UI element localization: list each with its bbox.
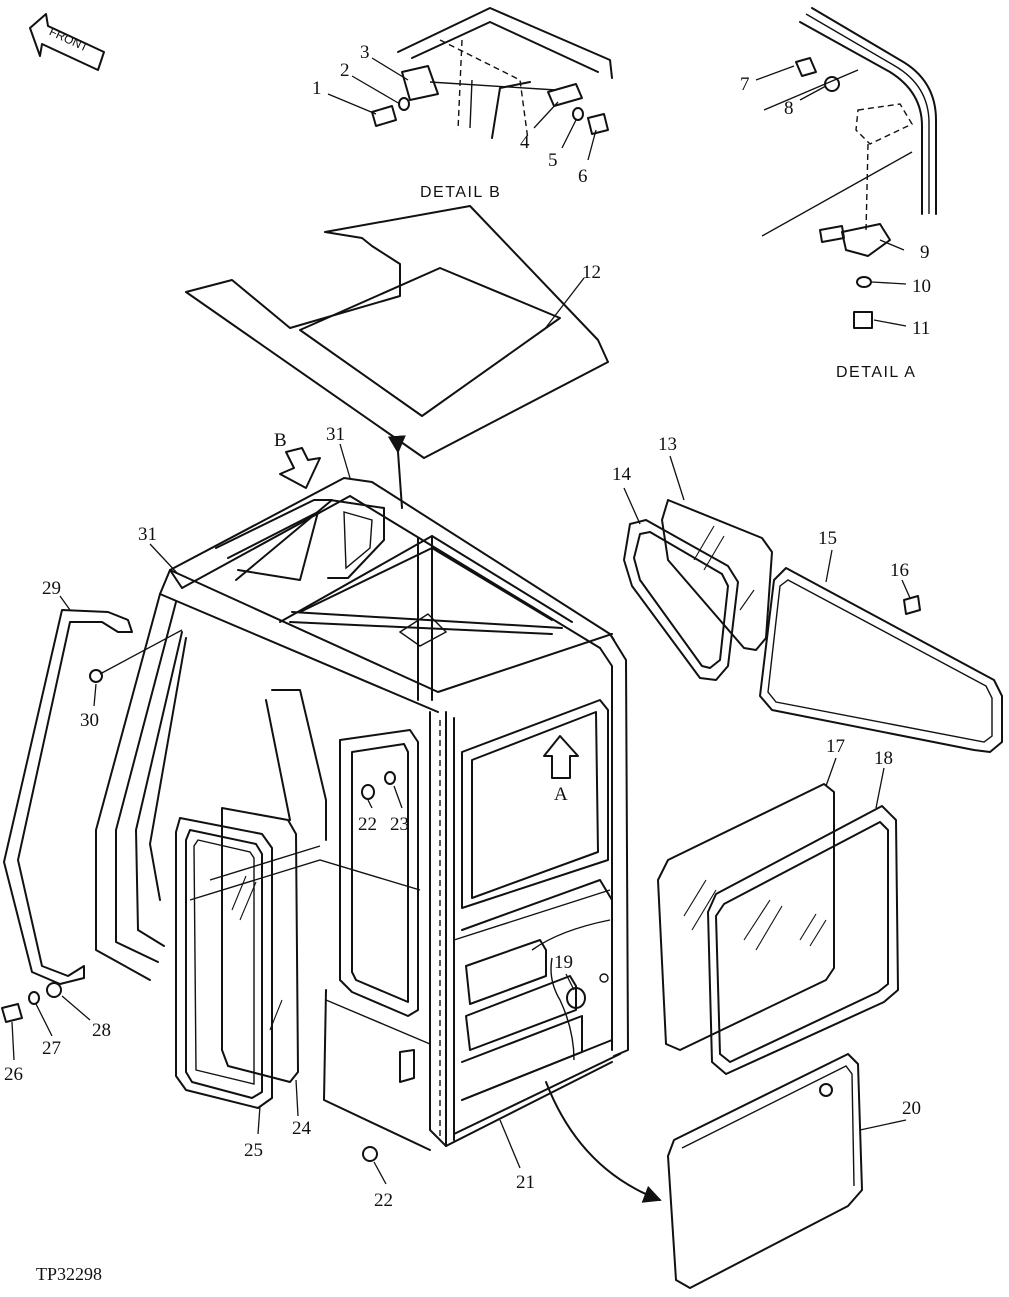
- callout-2: 2: [340, 60, 350, 81]
- washer-10-icon: [856, 276, 872, 288]
- door-seal-25: [175, 817, 273, 1109]
- bracket-9-icon: [841, 223, 891, 257]
- callout-3: 3: [360, 42, 370, 63]
- callout-1: 1: [312, 78, 322, 99]
- callout-15: 15: [818, 528, 837, 549]
- cover-panel-20: [667, 1053, 863, 1289]
- callout-18: 18: [874, 748, 893, 769]
- callout-19: 19: [554, 952, 573, 973]
- view-a-arrow-icon: [543, 735, 579, 779]
- view-b-arrow-icon: [279, 447, 321, 489]
- grab-handle-29: [3, 609, 133, 985]
- callout-7: 7: [740, 74, 750, 95]
- spacer-28-icon: [46, 982, 62, 998]
- callout-31-left: 31: [138, 524, 157, 545]
- callout-22-upper: 22: [358, 814, 377, 835]
- bolt-1-icon: [371, 105, 397, 127]
- callout-6: 6: [578, 166, 588, 187]
- view-b-letter: B: [274, 430, 287, 451]
- bolt-11-icon: [853, 311, 873, 329]
- callout-26: 26: [4, 1064, 23, 1085]
- grommet-19-icon: [566, 987, 586, 1009]
- bolt-7-icon: [795, 57, 817, 77]
- callout-16: 16: [890, 560, 909, 581]
- callout-21: 21: [516, 1172, 535, 1193]
- bolt-6-icon: [587, 113, 609, 135]
- detail-a-view: [761, 7, 937, 329]
- callout-4: 4: [520, 132, 530, 153]
- callout-25: 25: [244, 1140, 263, 1161]
- callout-numbers: 1 2 3 4 5 6 7 8 9 10 11 12 13 14 15 16 1…: [4, 42, 931, 1211]
- washer-2-icon: [398, 97, 410, 111]
- screw-30-icon: [89, 669, 103, 683]
- callout-9: 9: [920, 242, 930, 263]
- callout-27: 27: [42, 1038, 61, 1059]
- washer-23-icon: [384, 771, 396, 785]
- callout-20: 20: [902, 1098, 921, 1119]
- callout-24: 24: [292, 1118, 312, 1139]
- cab-frame: [95, 477, 629, 1151]
- rear-glass-17: [657, 783, 835, 1051]
- front-direction-arrow-icon: FRONT: [29, 13, 105, 71]
- washer-5-icon: [572, 107, 584, 121]
- detail-b-caption: DETAIL B: [420, 184, 501, 201]
- hinge-plate-3-icon: [401, 65, 439, 101]
- leader-lines: [11, 57, 911, 1185]
- rear-seal-18: [707, 805, 899, 1075]
- hinge-plate-4-icon: [547, 83, 583, 107]
- callout-11: 11: [912, 318, 930, 339]
- callout-23: 23: [390, 814, 409, 835]
- quarter-glass-13: [661, 499, 773, 651]
- washer-27-icon: [28, 991, 40, 1005]
- clip-16-icon: [903, 595, 921, 615]
- side-glass-15: [759, 567, 1003, 753]
- detail-a-caption: DETAIL A: [836, 364, 916, 381]
- quarter-seal-14: [623, 519, 739, 681]
- figure-reference: TP32298: [36, 1264, 102, 1284]
- callout-13: 13: [658, 434, 677, 455]
- callout-30: 30: [80, 710, 99, 731]
- callout-5: 5: [548, 150, 558, 171]
- callout-8: 8: [784, 98, 794, 119]
- callout-17: 17: [826, 736, 845, 757]
- door-latch-icon: [399, 1049, 415, 1083]
- callout-22-lower: 22: [374, 1190, 393, 1211]
- callout-12: 12: [582, 262, 601, 283]
- callout-28: 28: [92, 1020, 111, 1041]
- callout-14: 14: [612, 464, 632, 485]
- roof-liner-12: [185, 205, 609, 509]
- bolt-26-icon: [1, 1003, 23, 1023]
- callout-10: 10: [912, 276, 931, 297]
- plug-22-upper-icon: [361, 784, 375, 800]
- callout-29: 29: [42, 578, 61, 599]
- plug-22-lower-icon: [362, 1146, 378, 1162]
- view-a-letter: A: [554, 784, 568, 805]
- nut-8-icon: [824, 76, 840, 92]
- callout-31-top: 31: [326, 424, 345, 445]
